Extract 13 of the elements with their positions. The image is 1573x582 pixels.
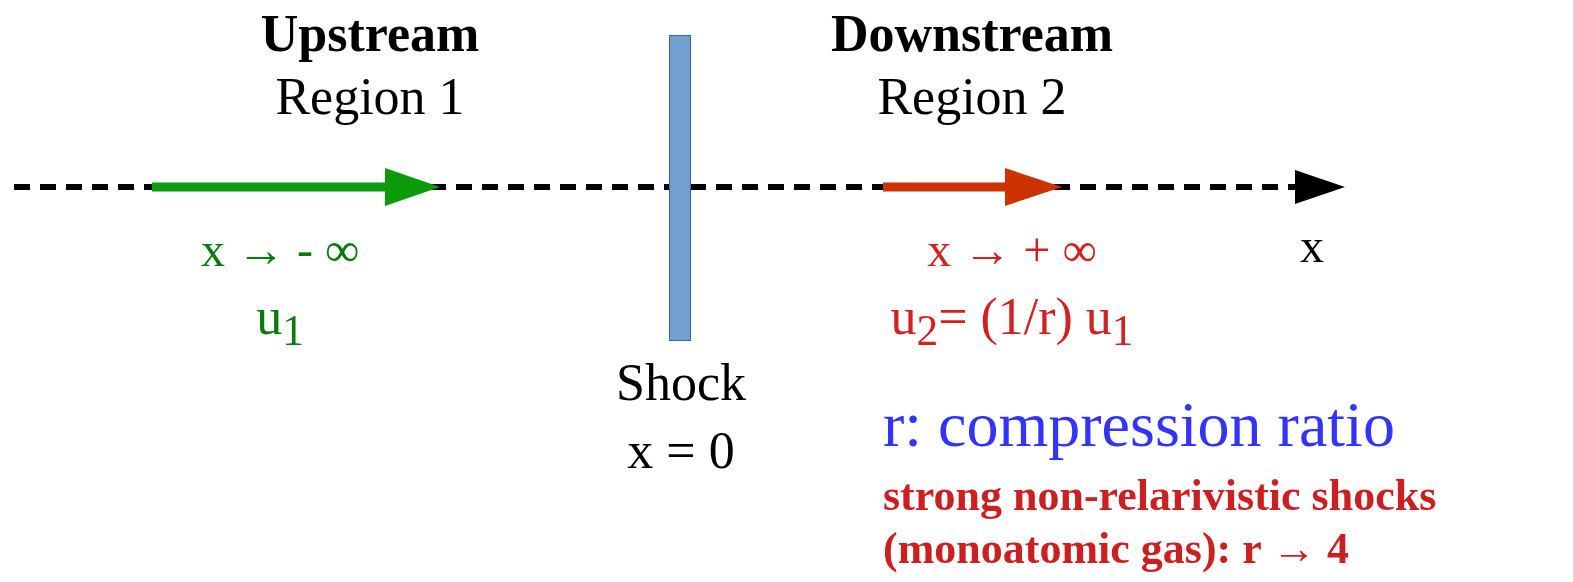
limit-label: x → + ∞ xyxy=(927,224,1097,277)
shock-caption: Shock x = 0 xyxy=(615,353,747,481)
region-label: Region 1 xyxy=(275,68,465,126)
definition-text: r: compression ratio xyxy=(883,390,1395,461)
axis-label: x xyxy=(1300,220,1324,273)
heading: Upstream xyxy=(260,5,480,63)
shock-bar xyxy=(669,35,691,341)
region-label: Region 2 xyxy=(877,68,1067,126)
velocity-label: u$_{1}$ xyxy=(256,288,304,356)
limit-label: x → - ∞ xyxy=(200,224,360,277)
note-text: strong non-relarivistic shocks (monoatomic gas): r → 4 xyxy=(883,470,1438,575)
velocity-label: u$_{2}$= (1/r) u$_{1}$ xyxy=(890,288,1134,356)
heading: Downstream xyxy=(830,5,1114,63)
